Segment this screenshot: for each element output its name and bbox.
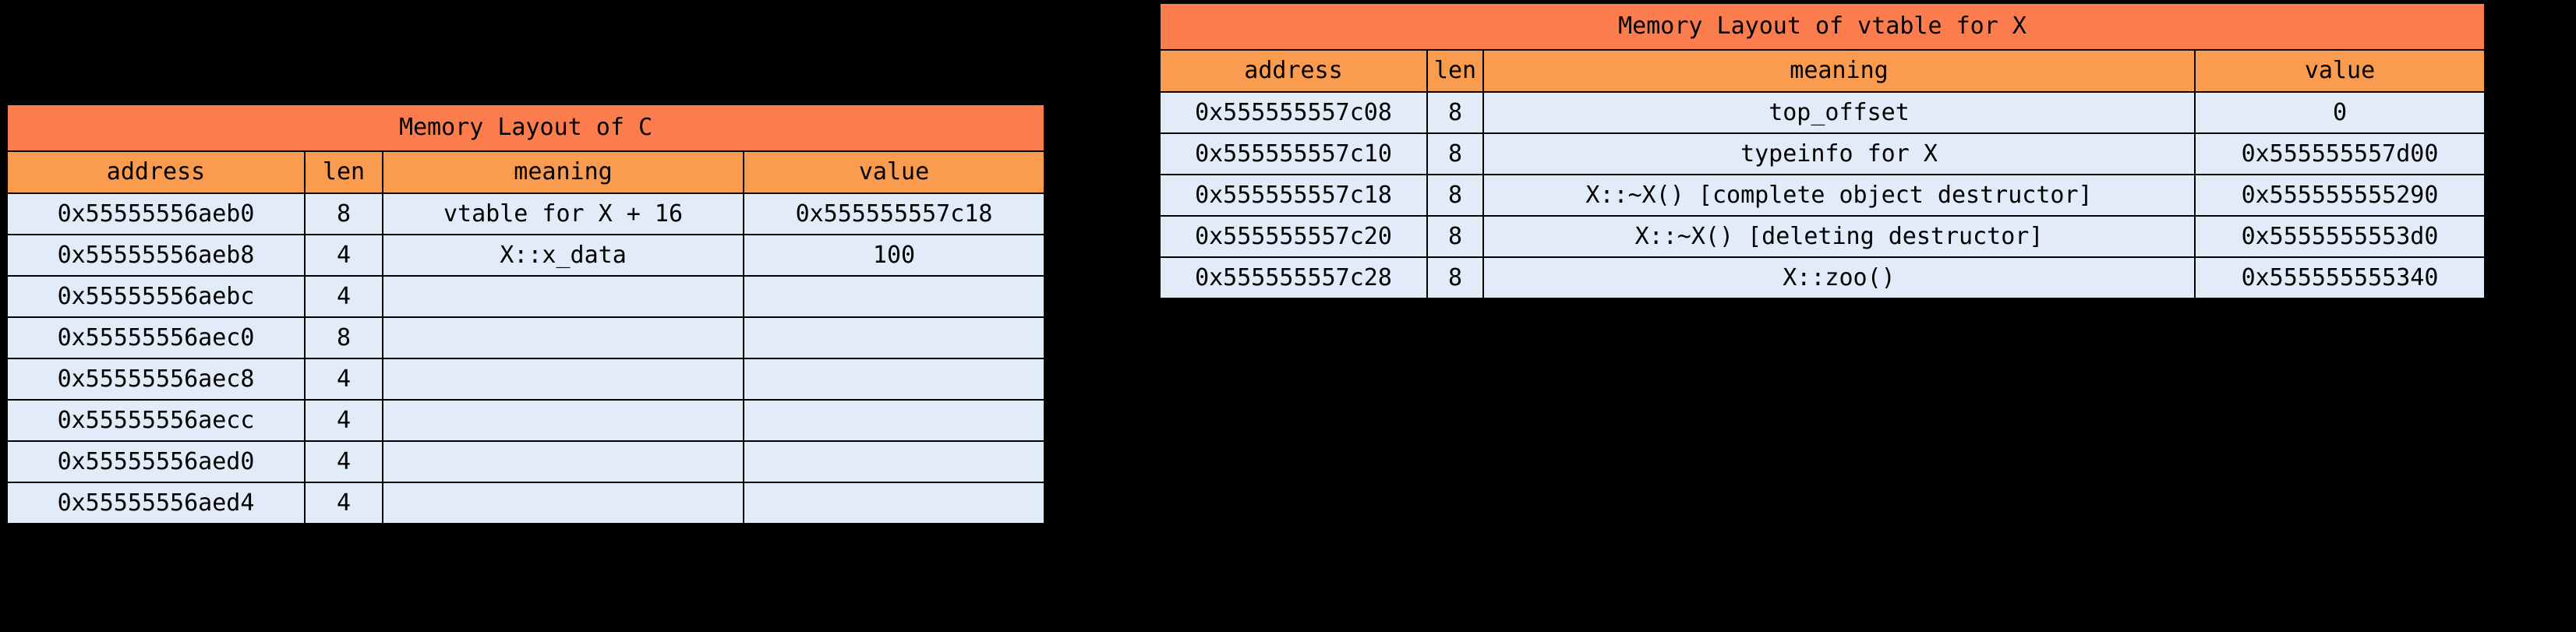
cell-meaning <box>382 482 744 524</box>
table-row: 0x55555556aeb0 8 vtable for X + 16 0x555… <box>6 192 1045 235</box>
cell-address: 0x55555556aeb0 <box>6 192 306 235</box>
cell-value: 0 <box>2194 91 2486 134</box>
table-row: 0x55555556aebc 4 <box>6 275 1045 318</box>
cell-len: 8 <box>304 316 383 359</box>
cell-len: 8 <box>1426 91 1484 134</box>
table-row: 0x555555557c08 8 top_offset 0 <box>1159 91 2486 134</box>
table-title-row: Memory Layout of vtable for X <box>1159 2 2486 51</box>
cell-value: 0x555555555290 <box>2194 174 2486 217</box>
cell-meaning: X::x_data <box>382 234 744 277</box>
table-header-row: address len meaning value <box>1159 49 2486 93</box>
column-header-len: len <box>304 150 383 194</box>
cell-len: 4 <box>304 358 383 401</box>
cell-value <box>743 482 1045 524</box>
cell-len: 8 <box>304 192 383 235</box>
table-header-row: address len meaning value <box>6 150 1045 194</box>
memory-layout-c-title: Memory Layout of C <box>6 104 1045 152</box>
cell-len: 4 <box>304 275 383 318</box>
cell-meaning: typeinfo for X <box>1482 132 2196 175</box>
memory-layout-c-table: Memory Layout of C address len meaning v… <box>6 104 1045 524</box>
table-row: 0x55555556aeb8 4 X::x_data 100 <box>6 234 1045 277</box>
column-header-address: address <box>1159 49 1428 93</box>
cell-len: 4 <box>304 234 383 277</box>
cell-address: 0x55555556aed4 <box>6 482 306 524</box>
cell-len: 8 <box>1426 174 1484 217</box>
cell-meaning <box>382 275 744 318</box>
cell-meaning: vtable for X + 16 <box>382 192 744 235</box>
column-header-meaning: meaning <box>382 150 744 194</box>
cell-len: 4 <box>304 482 383 524</box>
cell-value <box>743 275 1045 318</box>
table-title-row: Memory Layout of C <box>6 104 1045 152</box>
cell-len: 8 <box>1426 132 1484 175</box>
cell-value: 0x555555557c18 <box>743 192 1045 235</box>
cell-value: 100 <box>743 234 1045 277</box>
cell-address: 0x55555556aeb8 <box>6 234 306 277</box>
cell-meaning: top_offset <box>1482 91 2196 134</box>
cell-value: 0x555555557d00 <box>2194 132 2486 175</box>
cell-meaning <box>382 399 744 442</box>
column-header-value: value <box>743 150 1045 194</box>
cell-value: 0x5555555553d0 <box>2194 215 2486 258</box>
cell-meaning: X::~X() [deleting destructor] <box>1482 215 2196 258</box>
table-row: 0x555555557c28 8 X::zoo() 0x555555555340 <box>1159 256 2486 299</box>
table-row: 0x55555556aed0 4 <box>6 440 1045 483</box>
cell-value <box>743 316 1045 359</box>
cell-value <box>743 399 1045 442</box>
cell-address: 0x555555557c20 <box>1159 215 1428 258</box>
cell-value <box>743 440 1045 483</box>
cell-len: 4 <box>304 399 383 442</box>
table-row: 0x55555556aec0 8 <box>6 316 1045 359</box>
cell-address: 0x55555556aebc <box>6 275 306 318</box>
cell-address: 0x55555556aecc <box>6 399 306 442</box>
cell-address: 0x55555556aec8 <box>6 358 306 401</box>
memory-layout-vtable-x-table: Memory Layout of vtable for X address le… <box>1159 2 2486 299</box>
table-row: 0x555555557c20 8 X::~X() [deleting destr… <box>1159 215 2486 258</box>
column-header-len: len <box>1426 49 1484 93</box>
cell-len: 8 <box>1426 215 1484 258</box>
cell-value <box>743 358 1045 401</box>
cell-meaning: X::zoo() <box>1482 256 2196 299</box>
cell-len: 8 <box>1426 256 1484 299</box>
cell-meaning <box>382 316 744 359</box>
cell-address: 0x55555556aec0 <box>6 316 306 359</box>
cell-meaning: X::~X() [complete object destructor] <box>1482 174 2196 217</box>
table-row: 0x55555556aec8 4 <box>6 358 1045 401</box>
column-header-address: address <box>6 150 306 194</box>
table-row: 0x555555557c18 8 X::~X() [complete objec… <box>1159 174 2486 217</box>
cell-address: 0x555555557c18 <box>1159 174 1428 217</box>
cell-address: 0x555555557c08 <box>1159 91 1428 134</box>
table-row: 0x555555557c10 8 typeinfo for X 0x555555… <box>1159 132 2486 175</box>
column-header-meaning: meaning <box>1482 49 2196 93</box>
cell-address: 0x555555557c10 <box>1159 132 1428 175</box>
cell-address: 0x555555557c28 <box>1159 256 1428 299</box>
memory-layout-vtable-x-title: Memory Layout of vtable for X <box>1159 2 2486 51</box>
cell-len: 4 <box>304 440 383 483</box>
cell-address: 0x55555556aed0 <box>6 440 306 483</box>
cell-value: 0x555555555340 <box>2194 256 2486 299</box>
column-header-value: value <box>2194 49 2486 93</box>
cell-meaning <box>382 358 744 401</box>
table-row: 0x55555556aecc 4 <box>6 399 1045 442</box>
cell-meaning <box>382 440 744 483</box>
table-row: 0x55555556aed4 4 <box>6 482 1045 524</box>
